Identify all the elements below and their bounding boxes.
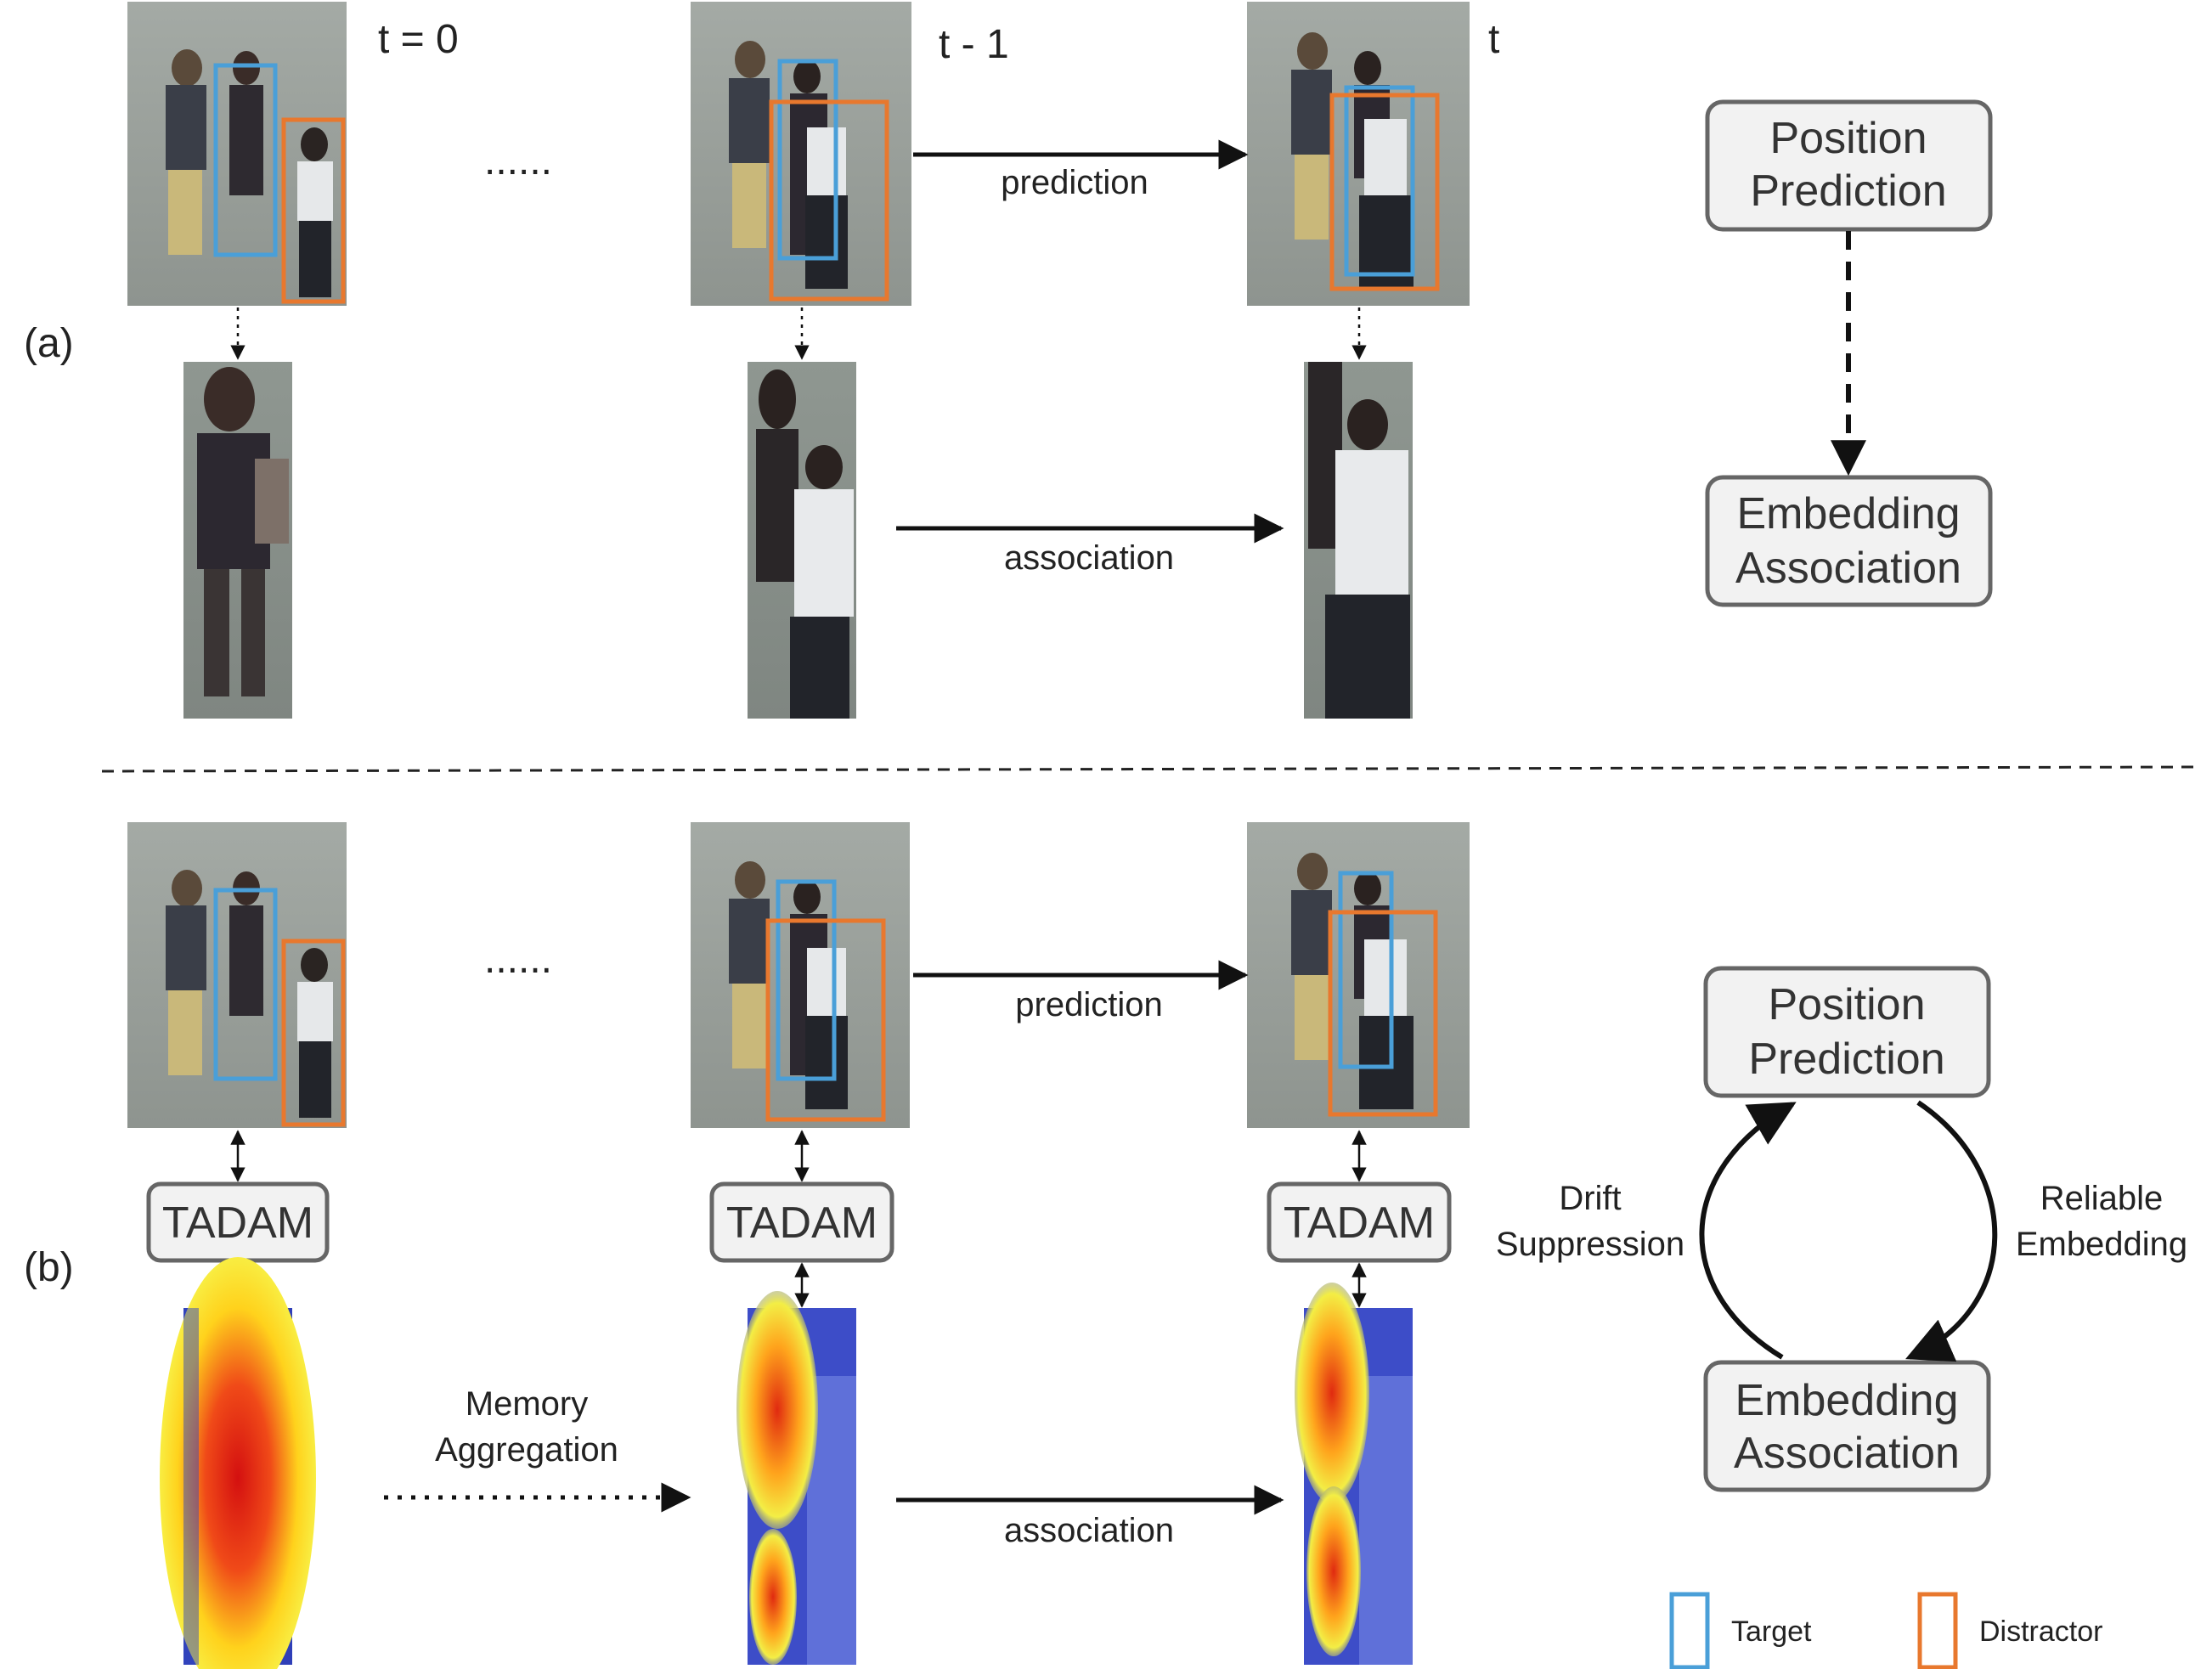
embedding-association-box-a: Embedding Association — [1705, 475, 1993, 607]
position-prediction-line1-b: Position — [1769, 980, 1926, 1029]
target-box-b-tm1 — [776, 879, 837, 1081]
ellipsis-b: ...... — [484, 937, 552, 982]
prediction-label-b: prediction — [1015, 986, 1162, 1023]
heatmap-t — [1295, 1283, 1413, 1665]
legend-distractor-label: Distractor — [1979, 1615, 2102, 1648]
position-prediction-box-b: Position Prediction — [1703, 966, 1991, 1098]
embedding-association-line2-a: Association — [1735, 544, 1961, 593]
target-box-a-tm1 — [777, 59, 838, 261]
position-prediction-line1-a: Position — [1770, 114, 1927, 163]
time-label-tm1: t - 1 — [939, 22, 1009, 67]
memory-label-line1: Memory — [466, 1385, 588, 1423]
association-label-a: association — [1004, 539, 1174, 577]
frame-a-t — [1247, 2, 1470, 306]
frame-b-t0 — [127, 822, 347, 1128]
embedding-association-line1-a: Embedding — [1736, 489, 1960, 538]
position-prediction-box-a: Position Prediction — [1705, 99, 1993, 232]
target-box-b-t — [1338, 871, 1394, 1069]
drift-label-line1: Drift — [1559, 1180, 1621, 1217]
target-box-b-t0 — [213, 888, 278, 1081]
position-prediction-line2-a: Prediction — [1750, 166, 1946, 216]
crop-a-t0 — [183, 362, 292, 719]
association-label-b: association — [1004, 1512, 1174, 1549]
tadam-box-tm1: TADAM — [709, 1181, 894, 1263]
drift-suppression-arrow — [1699, 1102, 1797, 1360]
distractor-box-b-t — [1328, 910, 1438, 1117]
drift-label-line2: Suppression — [1496, 1226, 1684, 1263]
tadam-label-t: TADAM — [1284, 1198, 1435, 1248]
position-prediction-line2-b: Prediction — [1748, 1035, 1944, 1084]
embedding-association-box-b: Embedding Association — [1703, 1360, 1991, 1492]
tadam-box-t0: TADAM — [146, 1181, 330, 1263]
distractor-box-a-t — [1329, 93, 1440, 291]
crop-a-tm1 — [748, 362, 856, 719]
time-label-t0: t = 0 — [378, 17, 459, 62]
prediction-label-a: prediction — [1001, 164, 1148, 201]
heatmap-tm1 — [736, 1291, 856, 1665]
section-divider — [101, 765, 2201, 773]
frame-a-tm1 — [691, 2, 911, 306]
memory-label-line2: Aggregation — [435, 1431, 618, 1469]
section-label-a: (a) — [24, 321, 74, 366]
legend-target-label: Target — [1731, 1615, 1812, 1648]
tadam-box-t: TADAM — [1267, 1181, 1452, 1263]
time-label-t: t — [1488, 17, 1499, 62]
tadam-label-tm1: TADAM — [726, 1198, 877, 1248]
embedding-association-line2-b: Association — [1734, 1429, 1960, 1478]
distractor-box-a-tm1 — [769, 99, 889, 302]
target-box-a-t0 — [213, 63, 278, 257]
reliable-label-line2: Embedding — [2016, 1226, 2187, 1263]
embedding-association-line1-b: Embedding — [1735, 1376, 1958, 1425]
distractor-box-a-t0 — [281, 117, 346, 304]
frame-b-tm1 — [691, 822, 910, 1128]
heatmap-t0 — [160, 1257, 316, 1669]
target-box-a-t — [1344, 85, 1415, 277]
section-label-b: (b) — [24, 1245, 74, 1290]
ellipsis-a: ...... — [484, 138, 552, 183]
reliable-label-line1: Reliable — [2040, 1180, 2164, 1217]
distractor-box-b-t0 — [281, 939, 346, 1127]
reliable-embedding-arrow — [1905, 1100, 1998, 1362]
legend-distractor-swatch — [1917, 1592, 1958, 1669]
legend-target-swatch — [1669, 1592, 1710, 1669]
tadam-label-t0: TADAM — [162, 1198, 313, 1248]
frame-a-t0 — [127, 2, 347, 306]
distractor-box-b-tm1 — [765, 918, 886, 1122]
crop-a-t — [1304, 362, 1413, 719]
